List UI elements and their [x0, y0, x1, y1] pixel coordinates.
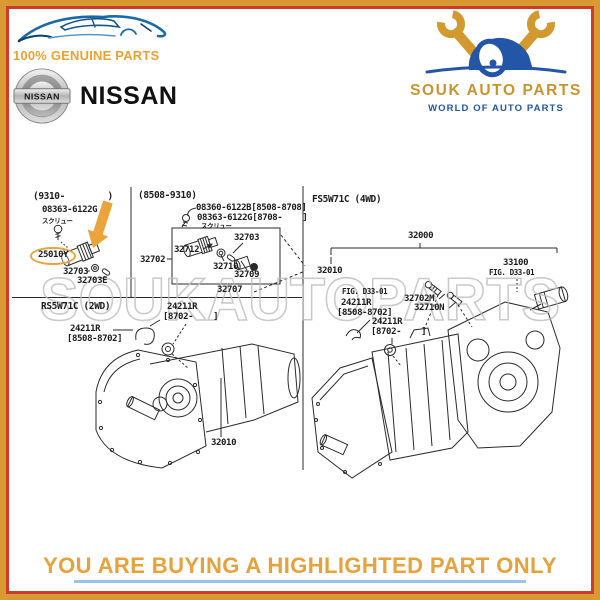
right-4wd-art — [311, 243, 569, 479]
nissan-wordmark: NISSAN — [80, 81, 178, 110]
detail-box — [171, 227, 281, 285]
part-label: [8702- ] — [371, 327, 427, 337]
part-label: 32709 — [234, 270, 260, 280]
part-label: 08360-6122B[8508-8708] — [196, 203, 307, 213]
part-label: 24211R — [341, 298, 372, 308]
nissan-brand-block: 100% GENUINE PARTS NISSAN NISSAN — [13, 11, 203, 125]
part-label: 24211R — [70, 324, 101, 334]
part-label: 24211R — [167, 302, 198, 312]
souk-logo-block: SOUK AUTO PARTS WORLD OF AUTO PARTS — [406, 8, 586, 114]
car-sketch-icon — [17, 15, 167, 43]
left-2wd-art — [95, 319, 301, 469]
nissan-badge-icon: NISSAN — [13, 68, 71, 124]
section-header-2wd: RS5W71C (2WD) — [41, 301, 111, 312]
part-label: [8508-8702] — [337, 308, 393, 318]
part-label: [8508-8702] — [67, 334, 123, 344]
part-label: 32710N — [414, 303, 445, 313]
banner-text: YOU ARE BUYING A HIGHLIGHTED PART ONLY — [43, 553, 557, 578]
nissan-badge-text: NISSAN — [24, 91, 60, 101]
part-label: スクリュー — [42, 217, 73, 225]
genuine-parts-tagline: 100% GENUINE PARTS — [13, 48, 160, 63]
part-label: 32703 — [234, 233, 260, 243]
part-label: 32710 — [213, 262, 239, 272]
part-label: 32703E — [77, 276, 108, 286]
banner-underline — [74, 580, 526, 583]
part-label: 32010 — [317, 266, 343, 276]
section-header-middle: (8508-9310) — [138, 190, 197, 201]
highlight-arrow-icon — [87, 200, 113, 248]
highlighted-part-number: 25010Y — [30, 247, 77, 265]
part-label: 24211R — [372, 317, 403, 327]
watermark-text: SOUKAUTOPARTS — [40, 266, 560, 333]
souk-logo-icon — [425, 10, 567, 78]
part-label: スクリュー — [201, 222, 232, 230]
detail-reference-dashes — [253, 234, 306, 293]
part-label: 08363-6122G[8708- ] — [197, 213, 308, 223]
part-label: 32707 — [217, 285, 243, 295]
section-divider-lines — [12, 186, 304, 470]
section-header-right: FS5W71C (4WD) — [312, 194, 382, 205]
part-label: FIG. D33-01 — [489, 268, 535, 277]
souk-logo-subtitle: WORLD OF AUTO PARTS — [428, 103, 564, 114]
part-label: 33100 — [503, 258, 529, 268]
souk-logo-title: SOUK AUTO PARTS — [410, 82, 582, 99]
part-label: 32702M — [404, 294, 435, 304]
banner: YOU ARE BUYING A HIGHLIGHTED PART ONLY — [0, 553, 600, 583]
part-label: 32703 — [63, 267, 89, 277]
part-label: 08363-6122G — [42, 205, 98, 215]
swoosh-line — [425, 65, 567, 74]
part-label: 32010 — [211, 438, 237, 448]
middle-detail-art — [167, 207, 306, 293]
part-label: 32702 — [140, 255, 166, 265]
assembly-bracket-32000 — [330, 243, 558, 255]
part-label: FIG. D33-01 — [342, 287, 388, 296]
section-header-left: (9310- ) — [33, 191, 113, 202]
part-label: [8702- ] — [163, 312, 219, 322]
part-label: 32712 — [174, 245, 200, 255]
part-label: 32000 — [408, 231, 434, 241]
